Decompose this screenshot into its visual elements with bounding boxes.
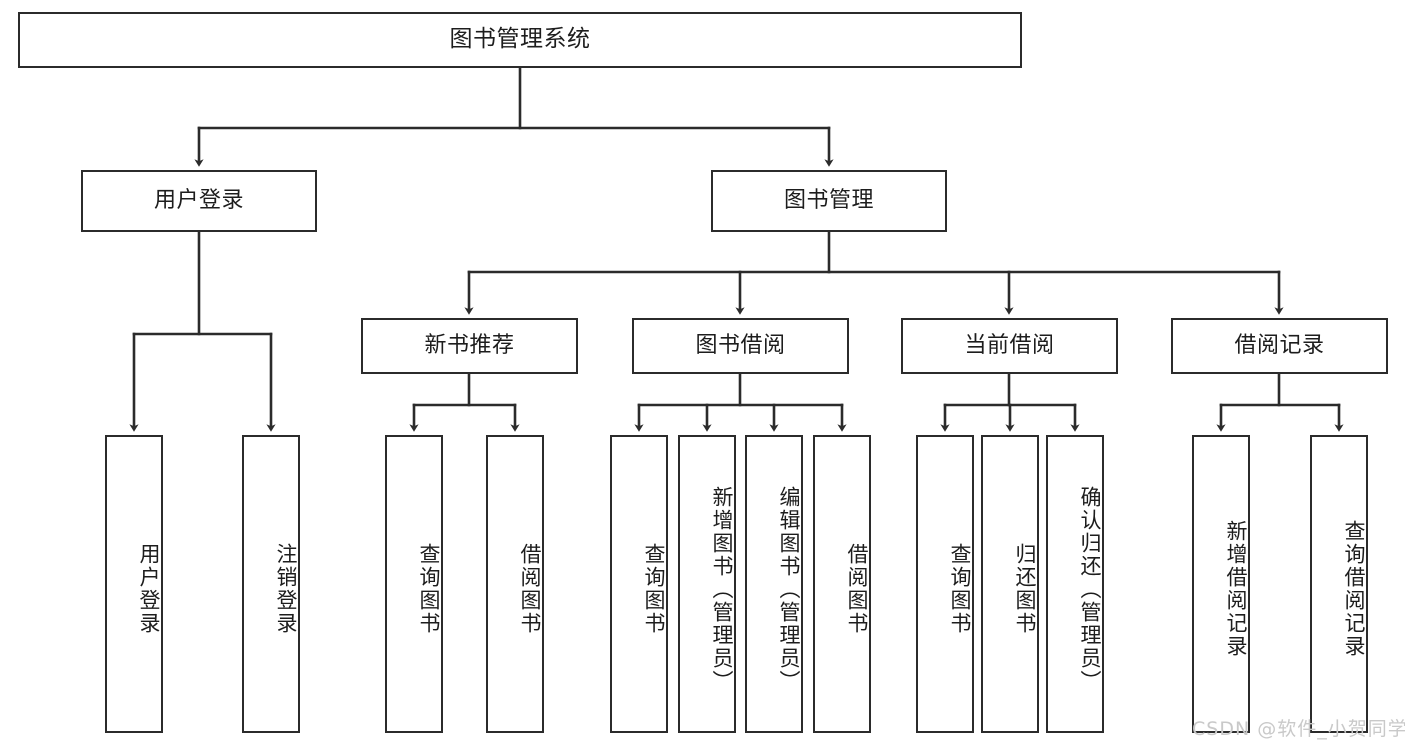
node-book-borrow[interactable]: 图书借阅 bbox=[632, 318, 849, 374]
node-book-management[interactable]: 图书管理 bbox=[711, 170, 947, 232]
node-current-borrow[interactable]: 当前借阅 bbox=[901, 318, 1118, 374]
leaf-user-login-label: 用户登录 bbox=[137, 543, 161, 635]
node-root-label: 图书管理系统 bbox=[449, 26, 591, 53]
leaf-add-book-admin[interactable]: 新增图书（管理员） bbox=[678, 435, 736, 733]
node-book-management-label: 图书管理 bbox=[783, 188, 874, 214]
leaf-confirm-return-admin[interactable]: 确认归还（管理员） bbox=[1046, 435, 1104, 733]
leaf-query-book-current[interactable]: 查询图书 bbox=[916, 435, 974, 733]
leaf-return-book-label: 归还图书 bbox=[1013, 543, 1037, 635]
leaf-borrow-book[interactable]: 借阅图书 bbox=[813, 435, 871, 733]
node-new-book-recommend-label: 新书推荐 bbox=[424, 333, 515, 359]
leaf-query-book-recommend-label: 查询图书 bbox=[417, 543, 441, 635]
leaf-query-borrow-record-label: 查询借阅记录 bbox=[1342, 520, 1366, 658]
node-user-login-label: 用户登录 bbox=[153, 188, 244, 214]
node-user-login[interactable]: 用户登录 bbox=[81, 170, 317, 232]
watermark: CSDN @软件_小贺同学 bbox=[1192, 718, 1405, 740]
leaf-confirm-return-admin-label: 确认归还（管理员） bbox=[1078, 485, 1102, 693]
leaf-query-book-borrow[interactable]: 查询图书 bbox=[610, 435, 668, 733]
leaf-logout-login-label: 注销登录 bbox=[274, 543, 298, 635]
node-new-book-recommend[interactable]: 新书推荐 bbox=[361, 318, 578, 374]
leaf-query-book-recommend[interactable]: 查询图书 bbox=[385, 435, 443, 733]
leaf-borrow-book-recommend-label: 借阅图书 bbox=[518, 543, 542, 635]
leaf-add-borrow-record-label: 新增借阅记录 bbox=[1224, 520, 1248, 658]
node-book-borrow-label: 图书借阅 bbox=[695, 333, 786, 359]
leaf-borrow-book-label: 借阅图书 bbox=[845, 543, 869, 635]
leaf-user-login[interactable]: 用户登录 bbox=[105, 435, 163, 733]
leaf-query-borrow-record[interactable]: 查询借阅记录 bbox=[1310, 435, 1368, 733]
leaf-add-borrow-record[interactable]: 新增借阅记录 bbox=[1192, 435, 1250, 733]
leaf-add-book-admin-label: 新增图书（管理员） bbox=[710, 485, 734, 693]
leaf-edit-book-admin-label: 编辑图书（管理员） bbox=[777, 485, 801, 693]
leaf-borrow-book-recommend[interactable]: 借阅图书 bbox=[486, 435, 544, 733]
node-current-borrow-label: 当前借阅 bbox=[964, 333, 1055, 359]
leaf-query-book-borrow-label: 查询图书 bbox=[642, 543, 666, 635]
leaf-query-book-current-label: 查询图书 bbox=[948, 543, 972, 635]
node-borrow-record-label: 借阅记录 bbox=[1234, 333, 1325, 359]
leaf-return-book[interactable]: 归还图书 bbox=[981, 435, 1039, 733]
node-borrow-record[interactable]: 借阅记录 bbox=[1171, 318, 1388, 374]
leaf-logout-login[interactable]: 注销登录 bbox=[242, 435, 300, 733]
node-root[interactable]: 图书管理系统 bbox=[18, 12, 1022, 68]
leaf-edit-book-admin[interactable]: 编辑图书（管理员） bbox=[745, 435, 803, 733]
